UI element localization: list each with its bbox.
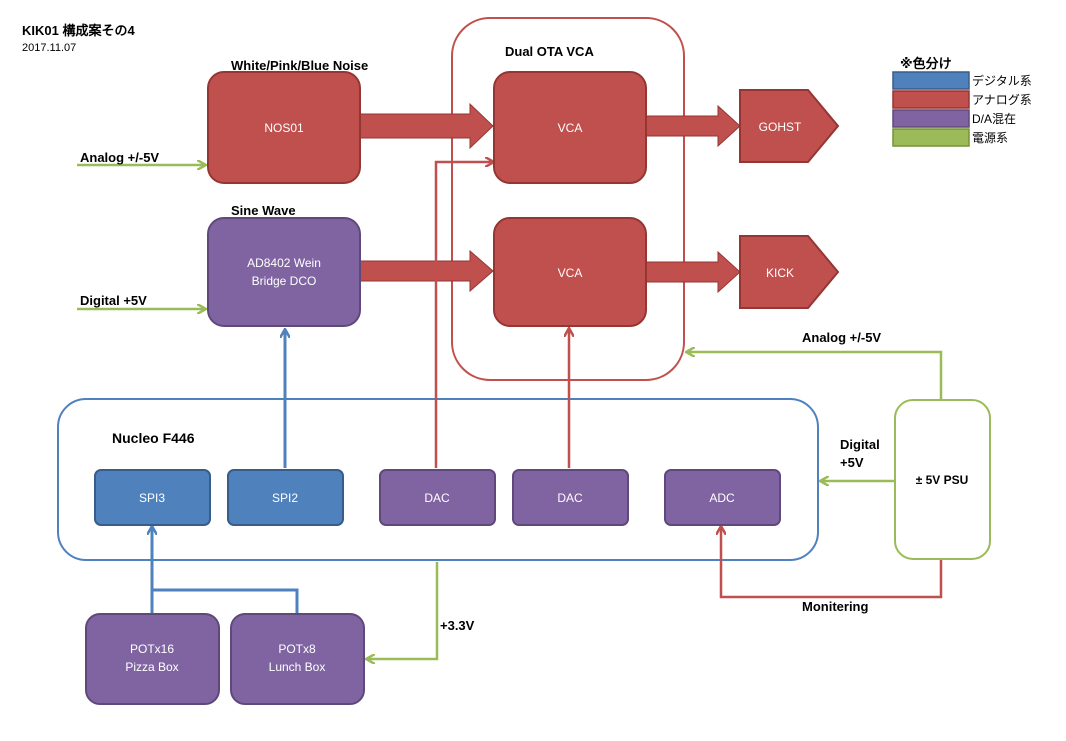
kick-output [739, 235, 840, 309]
spi3-label: SPI3 [139, 491, 165, 505]
psu-analog-label: Analog +/-5V [802, 330, 881, 345]
pot8-label-line1: POTx8 [278, 642, 316, 656]
vca2-label: VCA [558, 266, 583, 280]
pot16-label-line1: POTx16 [130, 642, 174, 656]
nos01-block [207, 71, 361, 184]
analog-in-label: Analog +/-5V [80, 150, 159, 165]
arrow-vca1-to-gohst [644, 104, 741, 148]
dco-block [207, 217, 361, 327]
vca-group-title: Dual OTA VCA [505, 44, 594, 59]
dco-label-line1: AD8402 Wein [247, 256, 321, 270]
psu-analog-line [687, 352, 943, 400]
pot8-label-line2: Lunch Box [269, 660, 326, 674]
adc-label: ADC [709, 491, 735, 505]
nucleo-frame [57, 398, 819, 561]
diagram-date: 2017.11.07 [22, 42, 76, 54]
legend-label-power: 電源系 [972, 131, 1008, 145]
pot8-block [230, 613, 365, 705]
legend-swatch-mixed [892, 109, 970, 128]
v33-label: +3.3V [440, 618, 475, 633]
nucleo-title: Nucleo F446 [112, 430, 195, 446]
legend-label-mixed: D/A混在 [972, 112, 1016, 126]
sine-title: Sine Wave [231, 203, 296, 218]
dac1-label: DAC [424, 491, 450, 505]
legend-swatch-digital [892, 71, 970, 90]
legend: デジタル系 アナログ系 D/A混在 電源系 [892, 71, 1032, 147]
monitoring-line [721, 527, 943, 599]
vca1-block [493, 71, 647, 184]
arrow-noise-to-vca1 [359, 102, 494, 150]
pot16-block [85, 613, 220, 705]
arrow-dco-to-vca2 [359, 249, 494, 293]
dac1-to-vca1-line [434, 162, 493, 468]
psu-block [894, 399, 991, 560]
nos01-label: NOS01 [264, 121, 304, 135]
psu-digital-label-line1: Digital [840, 437, 880, 452]
legend-label-digital: デジタル系 [972, 73, 1032, 88]
arrow-vca2-to-kick [644, 250, 741, 294]
vca2-block [493, 217, 647, 327]
v33-line [367, 562, 439, 659]
noise-title: White/Pink/Blue Noise [231, 58, 368, 73]
diagram-title: KIK01 構成案その4 [22, 23, 135, 38]
gohst-label: GOHST [759, 120, 802, 134]
dac2-block [512, 469, 629, 526]
legend-swatch-analog [892, 90, 970, 109]
dac1-block [379, 469, 496, 526]
vca1-label: VCA [558, 121, 583, 135]
psu-digital-label-line2: +5V [840, 455, 864, 470]
monitoring-label: Monitering [802, 599, 868, 614]
pot16-label-line2: Pizza Box [125, 660, 178, 674]
kick-label: KICK [766, 266, 794, 280]
dco-label-line2: Bridge DCO [252, 274, 317, 288]
legend-title: ※色分け [900, 56, 952, 71]
dac2-label: DAC [557, 491, 583, 505]
spi3-block [94, 469, 211, 526]
gohst-output [739, 89, 840, 163]
digital-in-label: Digital +5V [80, 293, 147, 308]
spi2-label: SPI2 [272, 491, 298, 505]
psu-label: ± 5V PSU [916, 473, 969, 487]
spi2-block [227, 469, 344, 526]
legend-label-analog: アナログ系 [972, 93, 1032, 107]
pot8-to-spi3-line [152, 588, 299, 613]
adc-block [664, 469, 781, 526]
legend-swatch-power [892, 128, 970, 147]
